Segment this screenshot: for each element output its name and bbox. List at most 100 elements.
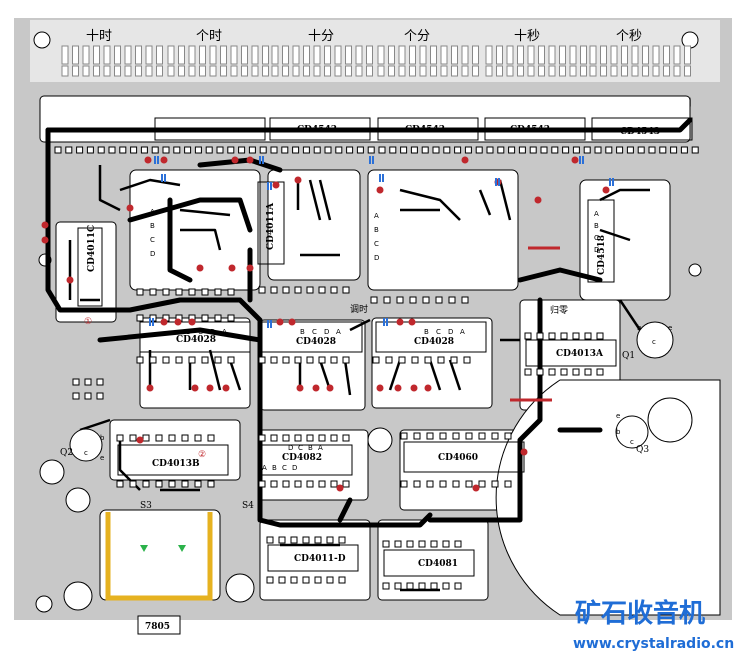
component-pads bbox=[54, 146, 699, 590]
pad bbox=[440, 45, 448, 65]
pad bbox=[216, 146, 224, 154]
pad bbox=[559, 45, 566, 65]
pad bbox=[497, 146, 505, 154]
pad bbox=[220, 65, 227, 77]
pad bbox=[338, 576, 346, 584]
green-leds bbox=[140, 545, 186, 552]
pad bbox=[398, 65, 406, 77]
pin-4082-a: A bbox=[318, 444, 323, 452]
pad bbox=[400, 146, 408, 154]
pad bbox=[439, 480, 447, 488]
signal-traces bbox=[68, 165, 650, 592]
pad bbox=[282, 434, 290, 442]
pad bbox=[517, 65, 524, 77]
pad bbox=[303, 65, 310, 77]
pin-4082-d: D bbox=[288, 444, 293, 452]
pad bbox=[175, 356, 183, 364]
pad bbox=[294, 286, 302, 294]
pad bbox=[452, 480, 460, 488]
pad bbox=[162, 288, 170, 296]
pin-a-1: A bbox=[222, 328, 227, 336]
q1-pin-e: e bbox=[668, 324, 672, 332]
pad bbox=[388, 45, 395, 65]
digit-label-tens-min: 十分 bbox=[308, 29, 334, 44]
pad bbox=[230, 65, 238, 77]
pad bbox=[178, 45, 185, 65]
q3-pin-e: e bbox=[616, 412, 620, 420]
pad bbox=[430, 582, 438, 590]
pad bbox=[506, 45, 514, 65]
pad bbox=[119, 146, 127, 154]
pad bbox=[306, 480, 314, 488]
watermark-url: www.crystalradio.cn bbox=[573, 636, 734, 652]
pad bbox=[129, 434, 137, 442]
pad bbox=[251, 65, 259, 77]
pad bbox=[124, 65, 132, 77]
pad bbox=[465, 480, 473, 488]
pin-d-3: D bbox=[448, 328, 453, 336]
pad bbox=[569, 65, 577, 77]
pad bbox=[72, 65, 79, 77]
pad bbox=[135, 45, 142, 65]
pad bbox=[124, 45, 132, 65]
pad bbox=[663, 45, 670, 65]
pad bbox=[432, 146, 440, 154]
pad bbox=[366, 65, 373, 77]
chip-cd4028-c: CD4028 bbox=[414, 337, 454, 347]
pad bbox=[621, 45, 628, 65]
pin-b-1: B bbox=[186, 328, 191, 336]
pad bbox=[442, 582, 450, 590]
pad bbox=[318, 356, 326, 364]
pad bbox=[227, 314, 235, 322]
pad bbox=[684, 45, 691, 65]
pad bbox=[372, 356, 380, 364]
pad bbox=[330, 480, 338, 488]
pin-a-3: A bbox=[460, 328, 465, 336]
pad bbox=[270, 480, 278, 488]
yellow-jumpers bbox=[105, 512, 213, 601]
marker-circle-2: ② bbox=[198, 450, 206, 460]
pad bbox=[84, 392, 92, 400]
digit-label-tens-sec: 十秒 bbox=[514, 29, 540, 44]
pad bbox=[670, 146, 678, 154]
pad bbox=[324, 146, 332, 154]
pad bbox=[448, 296, 456, 304]
pad bbox=[400, 432, 408, 440]
label-q2: Q2 bbox=[60, 448, 73, 458]
pad bbox=[209, 65, 217, 77]
pad bbox=[551, 146, 559, 154]
pad bbox=[303, 45, 310, 65]
pad bbox=[663, 65, 670, 77]
pad bbox=[93, 65, 100, 77]
chip-cd4028-a: CD4028 bbox=[176, 335, 216, 345]
pad bbox=[631, 65, 639, 77]
pad bbox=[314, 576, 322, 584]
pad bbox=[294, 356, 302, 364]
pad bbox=[207, 434, 215, 442]
pad bbox=[238, 146, 246, 154]
pad bbox=[194, 146, 202, 154]
pad bbox=[302, 576, 310, 584]
pad bbox=[93, 45, 100, 65]
pad bbox=[540, 146, 548, 154]
pad bbox=[562, 146, 570, 154]
pad bbox=[426, 480, 434, 488]
pad bbox=[302, 146, 310, 154]
pad bbox=[227, 356, 235, 364]
pad bbox=[529, 146, 537, 154]
pad bbox=[366, 45, 373, 65]
pad bbox=[680, 146, 688, 154]
pad bbox=[318, 434, 326, 442]
pin-col1-b: B bbox=[150, 222, 155, 230]
pin-4082-bot-c: C bbox=[282, 464, 287, 472]
pad bbox=[572, 368, 580, 376]
pad bbox=[199, 65, 206, 77]
pad bbox=[86, 146, 94, 154]
pin-col3-c: C bbox=[594, 234, 599, 242]
pad bbox=[584, 332, 592, 340]
pad bbox=[271, 65, 279, 77]
chip-cd4011d: CD4011-D bbox=[294, 554, 346, 564]
pad bbox=[162, 356, 170, 364]
chip-cd4013a: CD4013A bbox=[556, 349, 604, 359]
pad bbox=[201, 288, 209, 296]
